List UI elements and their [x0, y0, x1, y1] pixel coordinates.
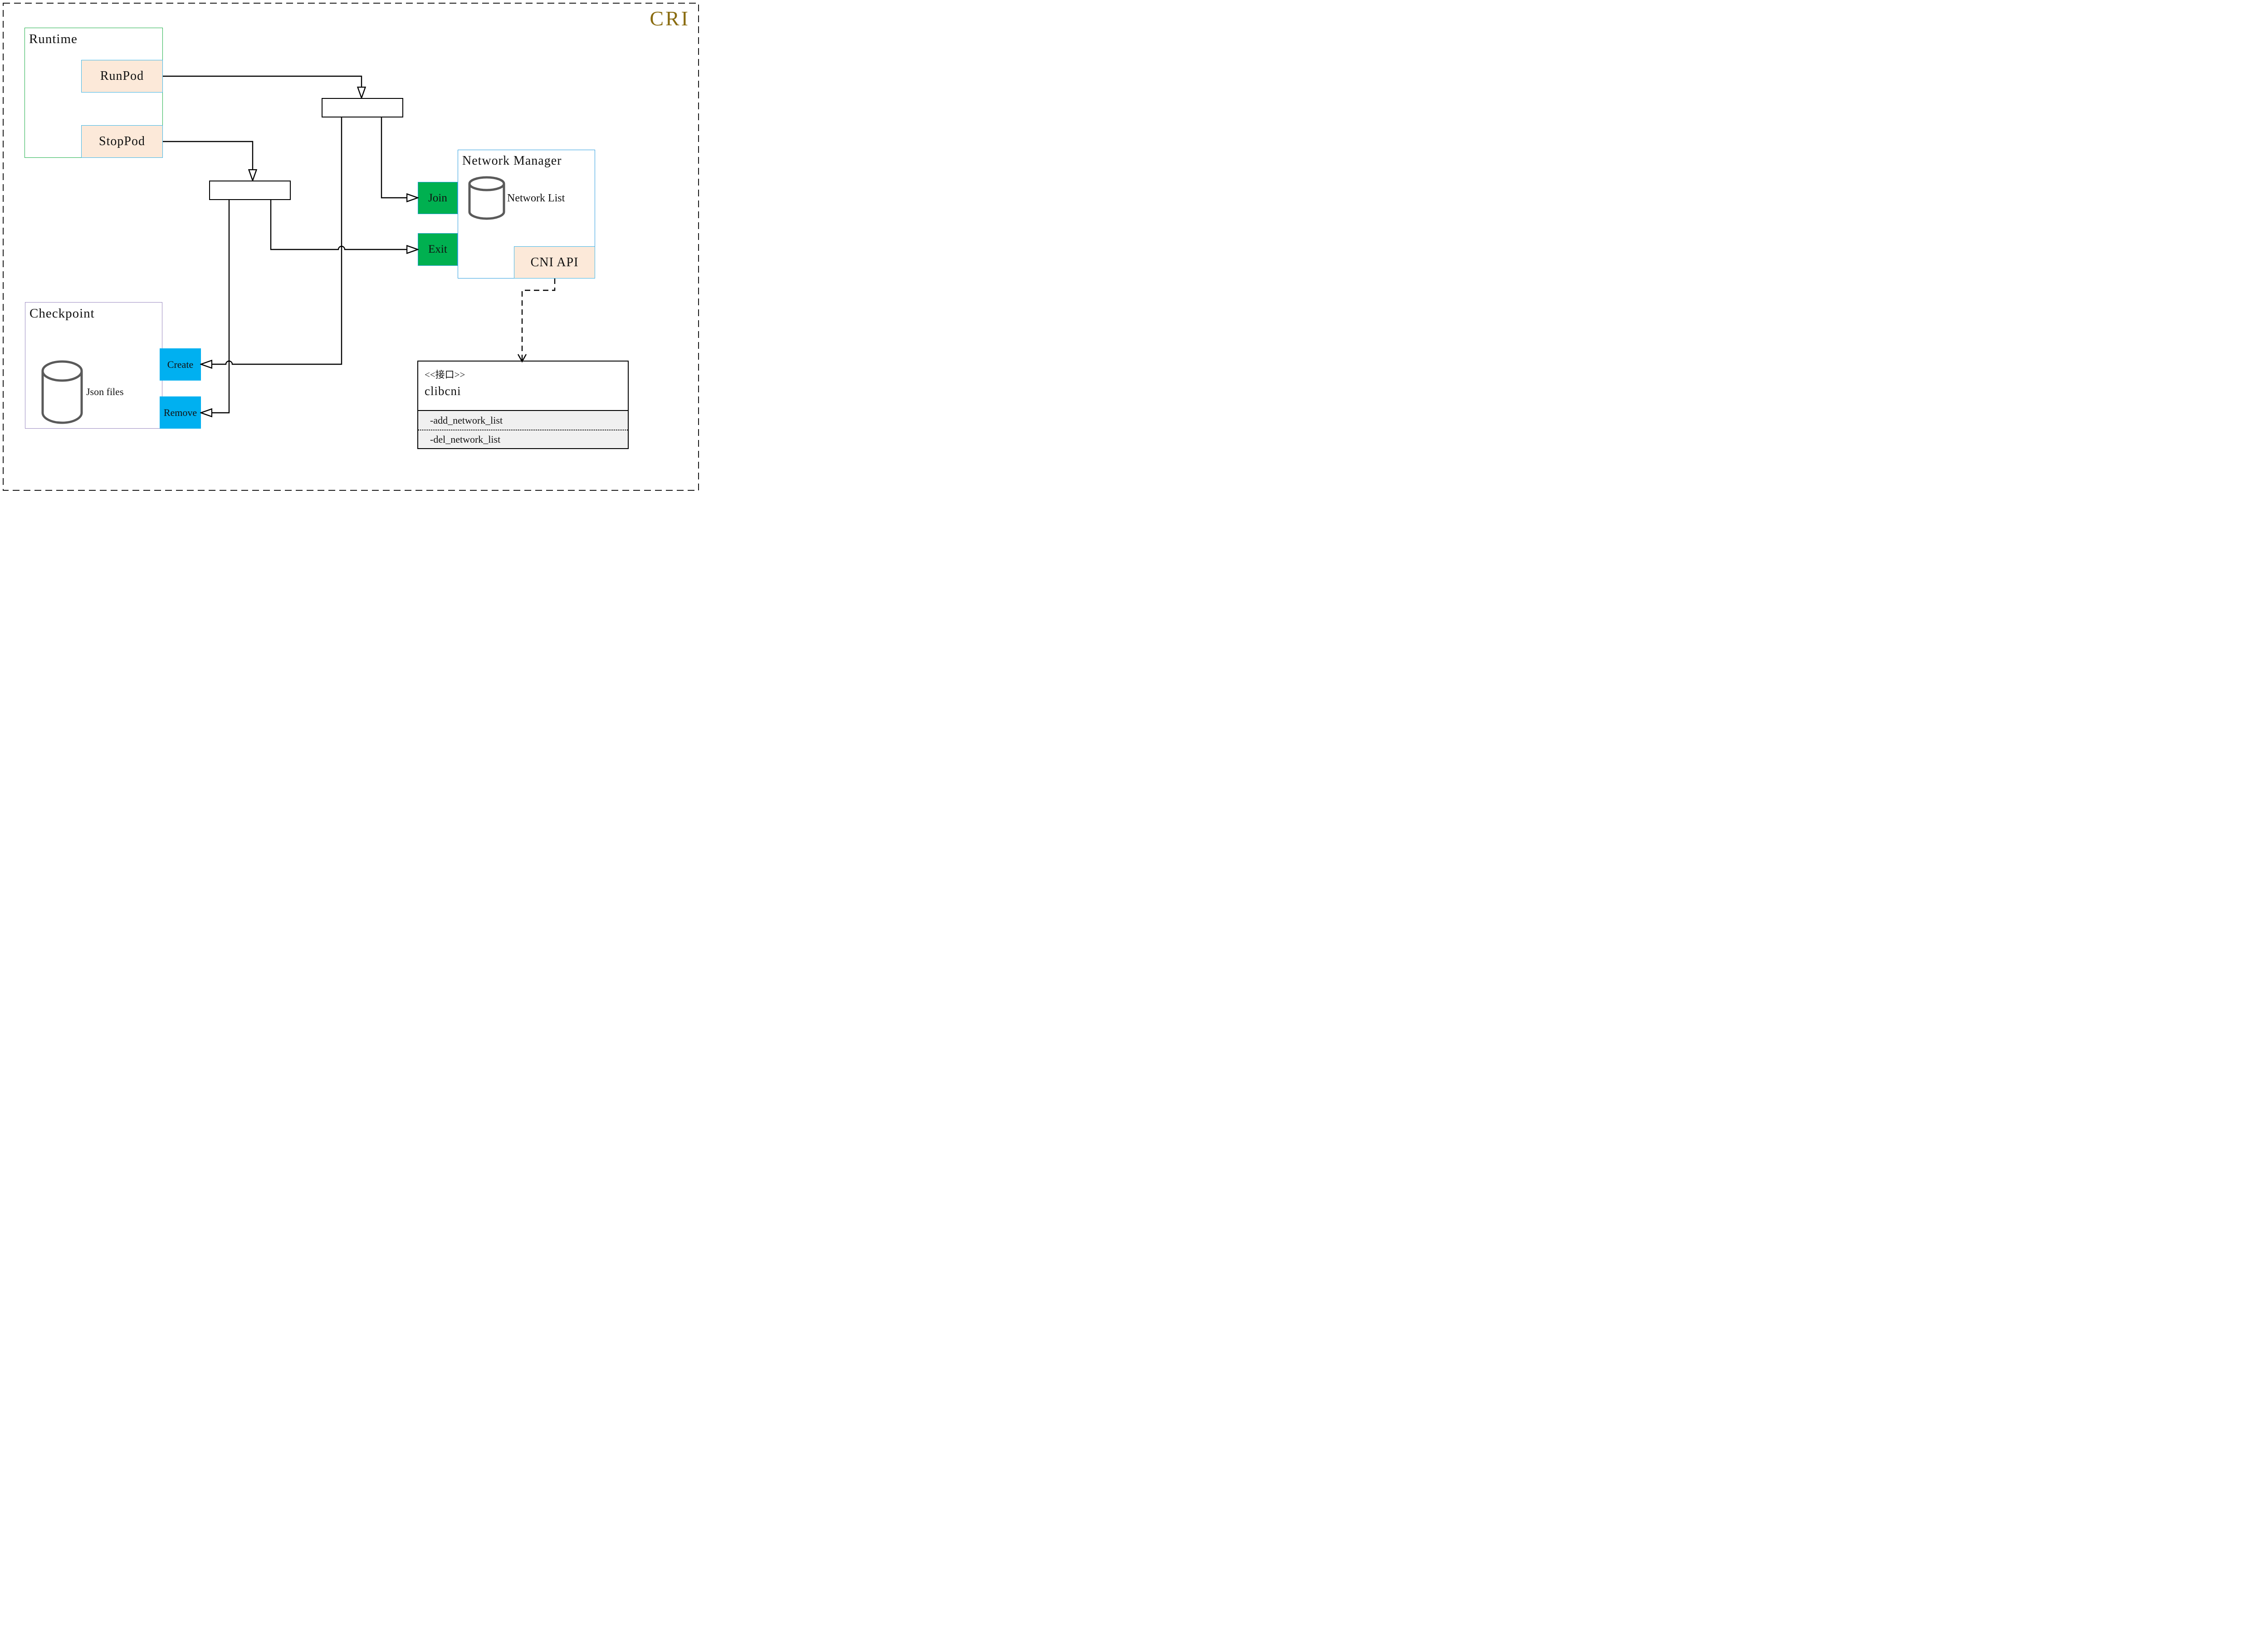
- runpod-node: RunPod: [81, 60, 163, 93]
- junction-node-1: [322, 98, 403, 117]
- remove-label: Remove: [163, 406, 197, 418]
- create-label: Create: [167, 358, 194, 370]
- connector-cniapi-to-clibcni-dashed: [521, 279, 556, 361]
- runpod-label: RunPod: [100, 69, 144, 83]
- clibcni-header: <<接口>> clibcni: [418, 362, 628, 410]
- json-files-database-cylinder-icon: [41, 360, 83, 424]
- network-list-label: Network List: [507, 192, 565, 204]
- junction-node-2: [209, 181, 291, 200]
- connector-junction2-to-remove: [212, 200, 230, 413]
- remove-node: Remove: [160, 396, 201, 429]
- connector-stoppod-to-junction2: [163, 141, 253, 170]
- clibcni-attribute-add: -add_network_list: [430, 414, 503, 426]
- connector-junction1-to-join: [381, 117, 407, 198]
- connector-junction1-to-create: [212, 117, 342, 364]
- clibcni-attributes-section: -add_network_list -del_network_list: [418, 410, 628, 448]
- stoppod-label: StopPod: [99, 134, 145, 148]
- cni-api-node: CNI API: [514, 246, 595, 279]
- diagram-title: CRI: [650, 7, 690, 30]
- exit-node: Exit: [418, 233, 458, 266]
- network-list-database-cylinder-icon: [468, 176, 505, 220]
- runtime-title: Runtime: [29, 32, 78, 46]
- diagram-canvas: CRI Runtime RunPod StopPod Network Manag…: [0, 0, 702, 494]
- connector-junction2-to-exit: [270, 200, 407, 249]
- connector-runpod-to-junction1: [163, 75, 362, 87]
- checkpoint-title: Checkpoint: [29, 306, 95, 321]
- clibcni-stereotype: <<接口>>: [425, 369, 465, 380]
- network-manager-title: Network Manager: [462, 154, 562, 168]
- join-node: Join: [418, 182, 458, 214]
- stoppod-node: StopPod: [81, 125, 163, 158]
- clibcni-interface-box: <<接口>> clibcni -add_network_list -del_ne…: [417, 361, 629, 449]
- json-files-label: Json files: [86, 386, 124, 397]
- clibcni-name: clibcni: [425, 384, 461, 398]
- create-node: Create: [160, 348, 201, 381]
- cni-api-label: CNI API: [530, 255, 579, 269]
- clibcni-attribute-del: -del_network_list: [418, 430, 628, 448]
- join-label: Join: [428, 191, 447, 204]
- exit-label: Exit: [428, 243, 447, 255]
